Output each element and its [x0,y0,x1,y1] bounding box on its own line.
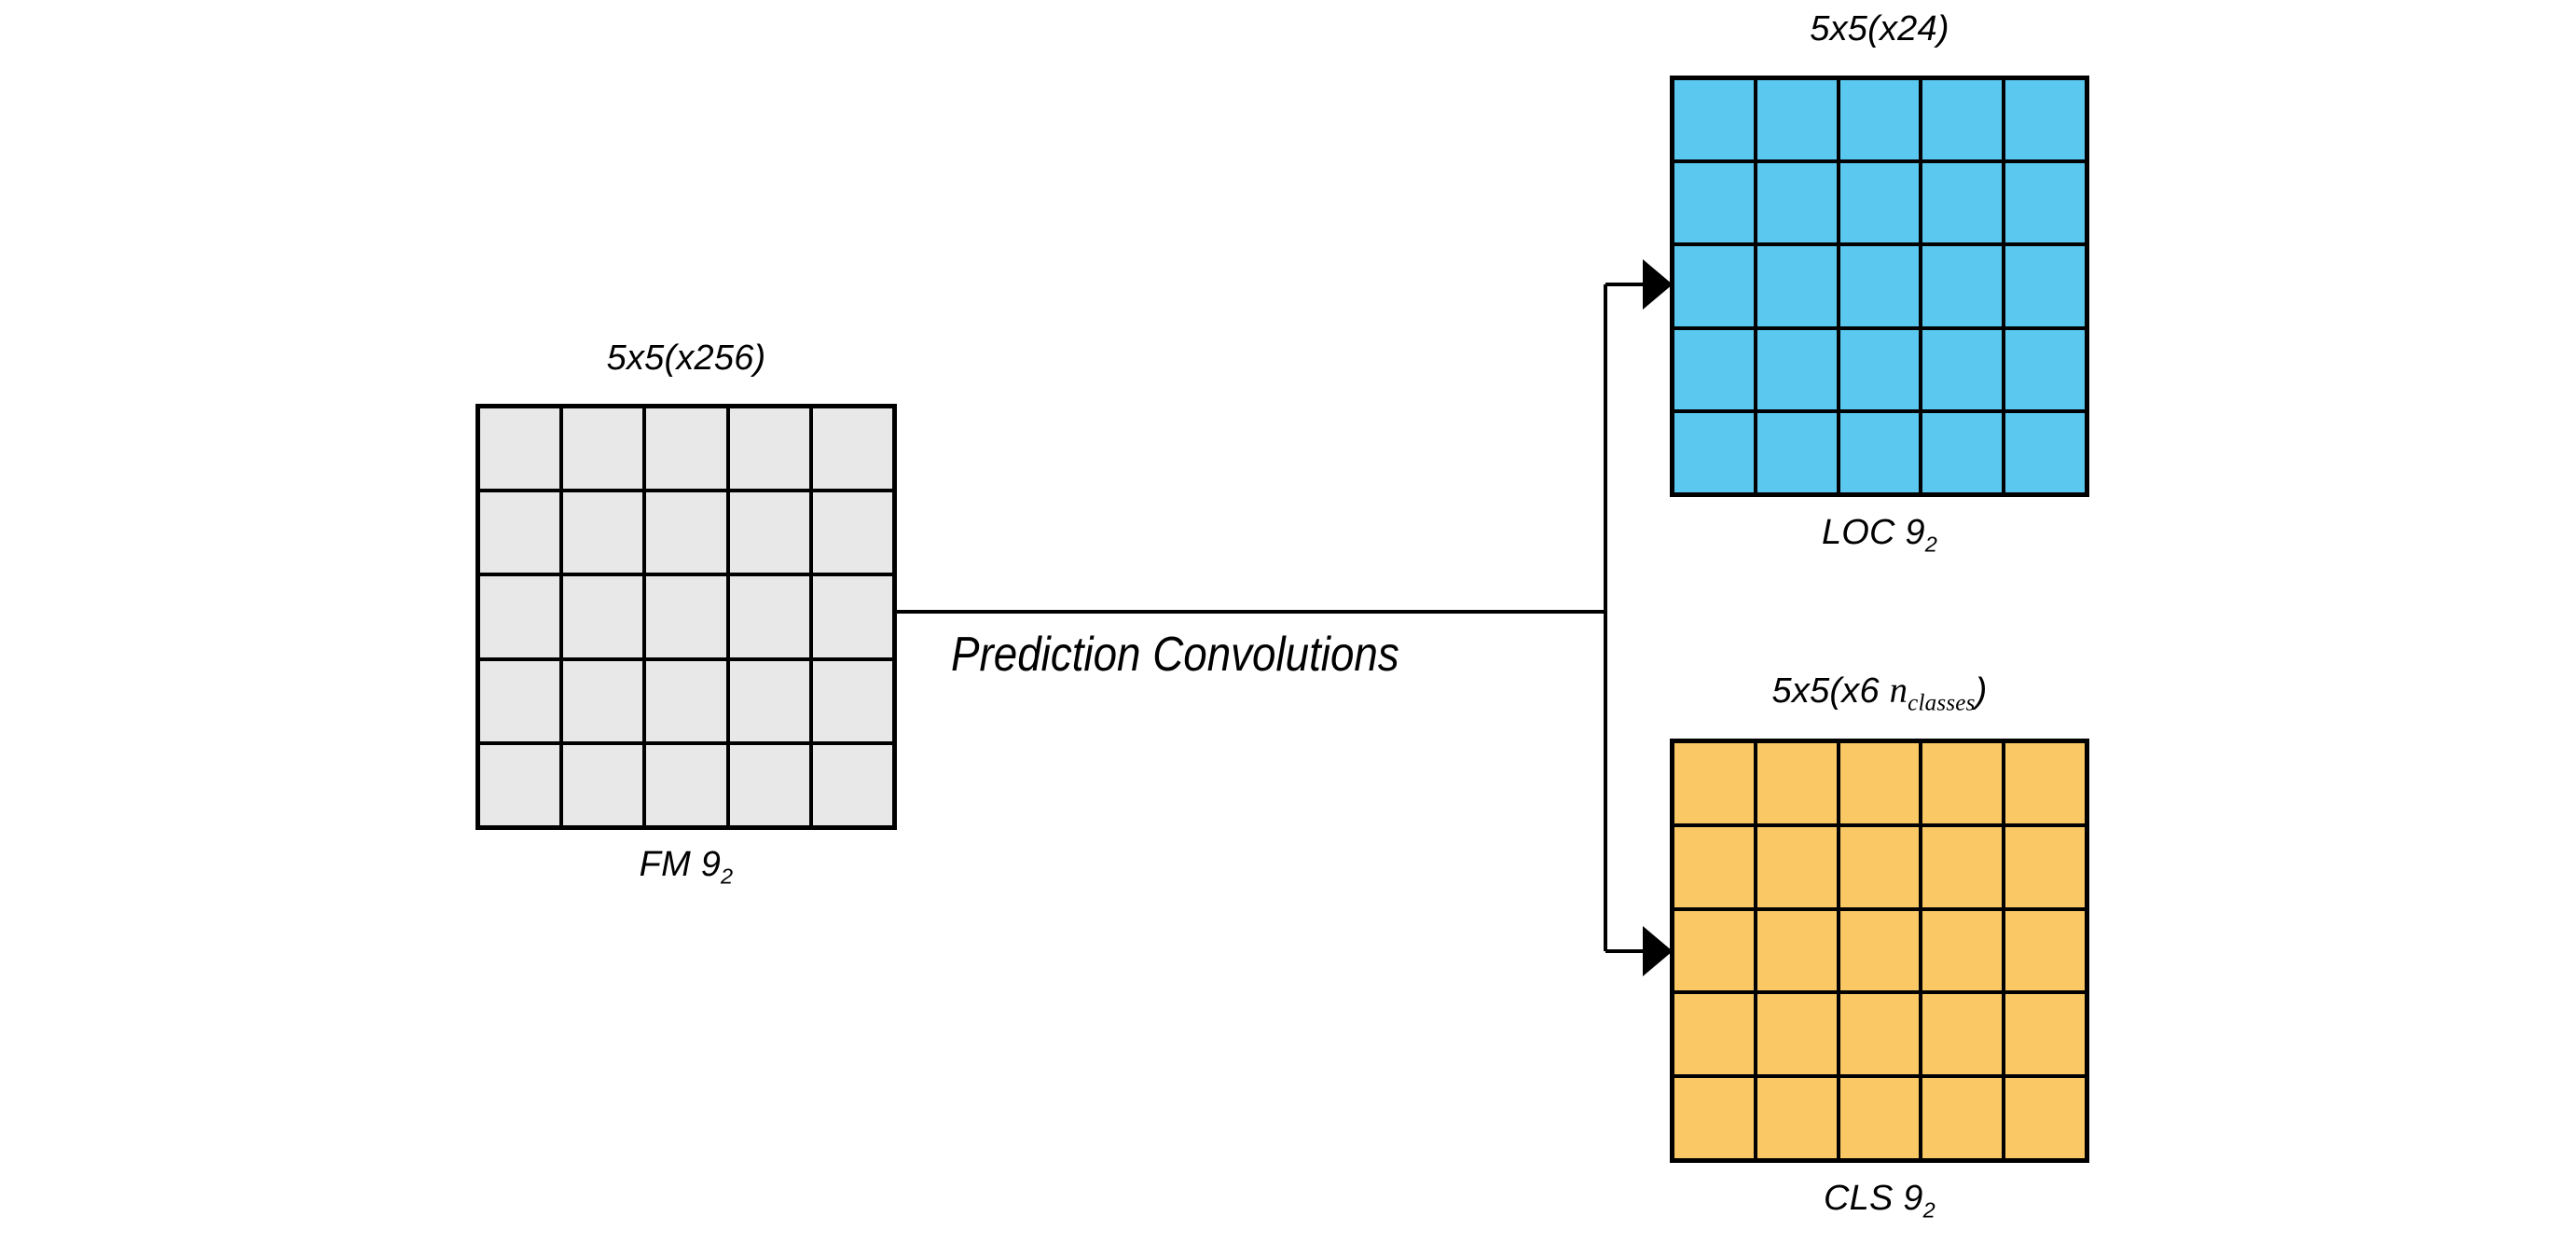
feature-map-cell [480,408,560,490]
localization-cell [1922,80,2003,160]
feature-map-cell [480,492,560,574]
classification-cell [2005,910,2085,991]
classification-name-text: CLS 9 [1824,1179,1923,1218]
feature-map-grid [475,404,897,830]
localization-cell [1756,80,1837,160]
localization-cell [1674,329,1754,409]
feature-map-cell [729,408,809,490]
classification-cell [1839,1078,1920,1158]
localization-name-label: LOC 92 [1670,515,2089,556]
classification-cell [1674,826,1754,907]
classification-shape-label: 5x5(x6 nclasses) [1623,670,2136,716]
feature-map-cell [812,660,892,741]
localization-cell [1839,80,1920,160]
localization-cell [1756,246,1837,326]
localization-cell [1922,163,2003,243]
feature-map-cell [729,660,809,741]
classification-cell [1674,1078,1754,1158]
localization-cell [2005,246,2085,326]
classification-cell [1756,994,1837,1075]
classification-cell [1674,910,1754,991]
classification-cell [1756,743,1837,823]
feature-map-cell [729,576,809,657]
localization-cell [1674,412,1754,492]
localization-cell [1839,329,1920,409]
feature-map-name-text: FM 9 [639,845,722,884]
feature-map-shape-label: 5x5(x256) [606,339,766,378]
feature-map-cell [646,408,726,490]
feature-map-cell [563,492,643,574]
classification-cell [1756,826,1837,907]
localization-grid [1670,76,2089,497]
feature-map-cell [646,492,726,574]
feature-map-cell [563,408,643,490]
localization-cell [1756,329,1837,409]
feature-map-cell [812,576,892,657]
classification-cell [1922,743,2003,823]
feature-map-cell [480,744,560,825]
classification-shape-variable-subscript: classes [1908,690,1976,716]
localization-cell [1922,329,2003,409]
classification-cell [2005,994,2085,1075]
classification-cell [2005,743,2085,823]
feature-map-name-subscript: 2 [721,864,734,889]
classification-name-subscript: 2 [1922,1197,1935,1223]
feature-map-cell [729,492,809,574]
localization-name-text: LOC 9 [1821,513,1925,552]
classification-cell [1922,910,2003,991]
classification-cell [1839,743,1920,823]
feature-map-cell [729,744,809,825]
classification-cell [1756,1078,1837,1158]
localization-cell [2005,412,2085,492]
feature-map-cell [480,576,560,657]
arrowhead-loc-icon [1643,259,1673,310]
feature-map-cell [646,576,726,657]
classification-cell [1674,994,1754,1075]
classification-name-label: CLS 92 [1670,1181,2089,1222]
feature-map-cell [480,660,560,741]
localization-cell [1839,246,1920,326]
feature-map-cell [646,744,726,825]
classification-cell [1674,743,1754,823]
localization-cell [2005,329,2085,409]
feature-map-cell [812,408,892,490]
feature-map-name-label: FM 92 [475,847,897,888]
localization-cell [1674,163,1754,243]
localization-cell [2005,163,2085,243]
classification-cell [1922,1078,2003,1158]
feature-map-cell [812,744,892,825]
classification-shape-prefix: 5x5(x6 [1771,671,1890,711]
classification-cell [2005,826,2085,907]
localization-cell [1674,80,1754,160]
localization-cell [1674,246,1754,326]
localization-shape-label: 5x5(x24) [1810,9,1949,48]
localization-cell [1839,412,1920,492]
localization-cell [1922,412,2003,492]
classification-cell [1839,910,1920,991]
localization-cell [1756,163,1837,243]
classification-shape-variable: n [1889,670,1908,711]
classification-cell [2005,1078,2085,1158]
arrowhead-cls-icon [1643,926,1673,976]
classification-cell [1922,994,2003,1075]
feature-map-cell [563,744,643,825]
localization-cell [2005,80,2085,160]
feature-map-cell [563,576,643,657]
feature-map-cell [646,660,726,741]
prediction-convolutions-caption: Prediction Convolutions [951,628,1399,682]
classification-cell [1756,910,1837,991]
localization-cell [1756,412,1837,492]
classification-shape-suffix: ) [1975,671,1988,711]
classification-cell [1839,994,1920,1075]
classification-cell [1839,826,1920,907]
localization-name-subscript: 2 [1924,532,1938,557]
localization-cell [1839,163,1920,243]
feature-map-cell [812,492,892,574]
localization-cell [1922,246,2003,326]
classification-grid [1670,739,2089,1163]
classification-cell [1922,826,2003,907]
feature-map-cell [563,660,643,741]
